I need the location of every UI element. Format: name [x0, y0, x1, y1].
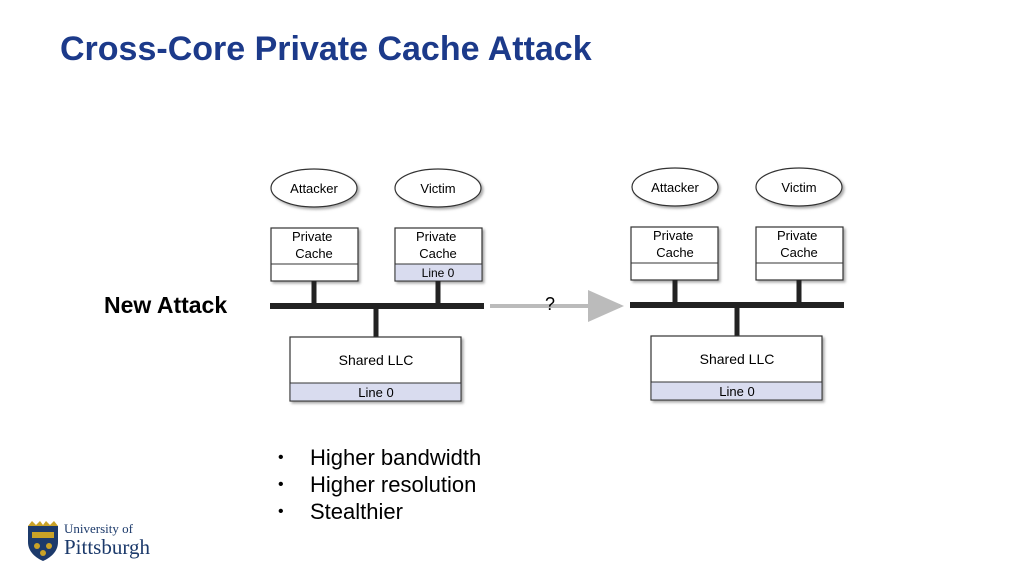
- right-attacker-cache: [630, 226, 719, 281]
- shield-icon: [28, 521, 58, 561]
- advantages-list: •Higher bandwidth •Higher resolution •St…: [278, 444, 481, 525]
- transition-arrow: ?: [490, 290, 624, 322]
- right-victim-cache: [755, 226, 844, 281]
- right-llc-label: Shared LLC: [700, 351, 775, 367]
- left-victim-label: Victim: [420, 181, 455, 196]
- slide-title: Cross-Core Private Cache Attack: [60, 30, 592, 68]
- bullet-item: •Higher bandwidth: [278, 445, 482, 470]
- left-llc-line-label: Line 0: [358, 385, 393, 400]
- left-attacker-node: [270, 168, 358, 208]
- left-llc-label: Shared LLC: [339, 352, 414, 368]
- right-victim-node: [755, 167, 843, 207]
- bullet-dot-icon: •: [278, 503, 284, 520]
- new-attack-label: New Attack: [104, 292, 228, 318]
- left-victim-cache-label: Private Cache: [416, 229, 460, 261]
- right-attacker-cache-label: Private Cache: [653, 228, 697, 260]
- right-llc-line: [650, 381, 823, 401]
- bullet-item: •Higher resolution: [278, 472, 477, 497]
- right-attacker-node: [631, 167, 719, 207]
- left-victim-node: [394, 168, 482, 208]
- university-logo: University of Pittsburgh: [26, 520, 166, 564]
- transition-question: ?: [545, 294, 555, 314]
- bullet-dot-icon: •: [278, 476, 284, 493]
- logo-line2: Pittsburgh: [64, 535, 150, 559]
- right-diagram: Attacker Victim Private Cache Private Ca…: [630, 167, 844, 401]
- left-attacker-cache: [270, 227, 359, 282]
- left-diagram: Attacker Victim Private Cache Private Ca…: [270, 168, 484, 402]
- left-llc-line: [289, 382, 462, 402]
- right-victim-cache-label: Private Cache: [777, 228, 821, 260]
- left-attacker-label: Attacker: [290, 181, 338, 196]
- right-attacker-label: Attacker: [651, 180, 699, 195]
- left-attacker-cache-label: Private Cache: [292, 229, 336, 261]
- logo-line1: University of: [64, 521, 133, 536]
- right-victim-label: Victim: [781, 180, 816, 195]
- bullet-dot-icon: •: [278, 449, 284, 466]
- bullet-item: •Stealthier: [278, 499, 403, 524]
- right-llc-line-label: Line 0: [719, 384, 754, 399]
- left-victim-cache-line-label: Line 0: [422, 266, 455, 280]
